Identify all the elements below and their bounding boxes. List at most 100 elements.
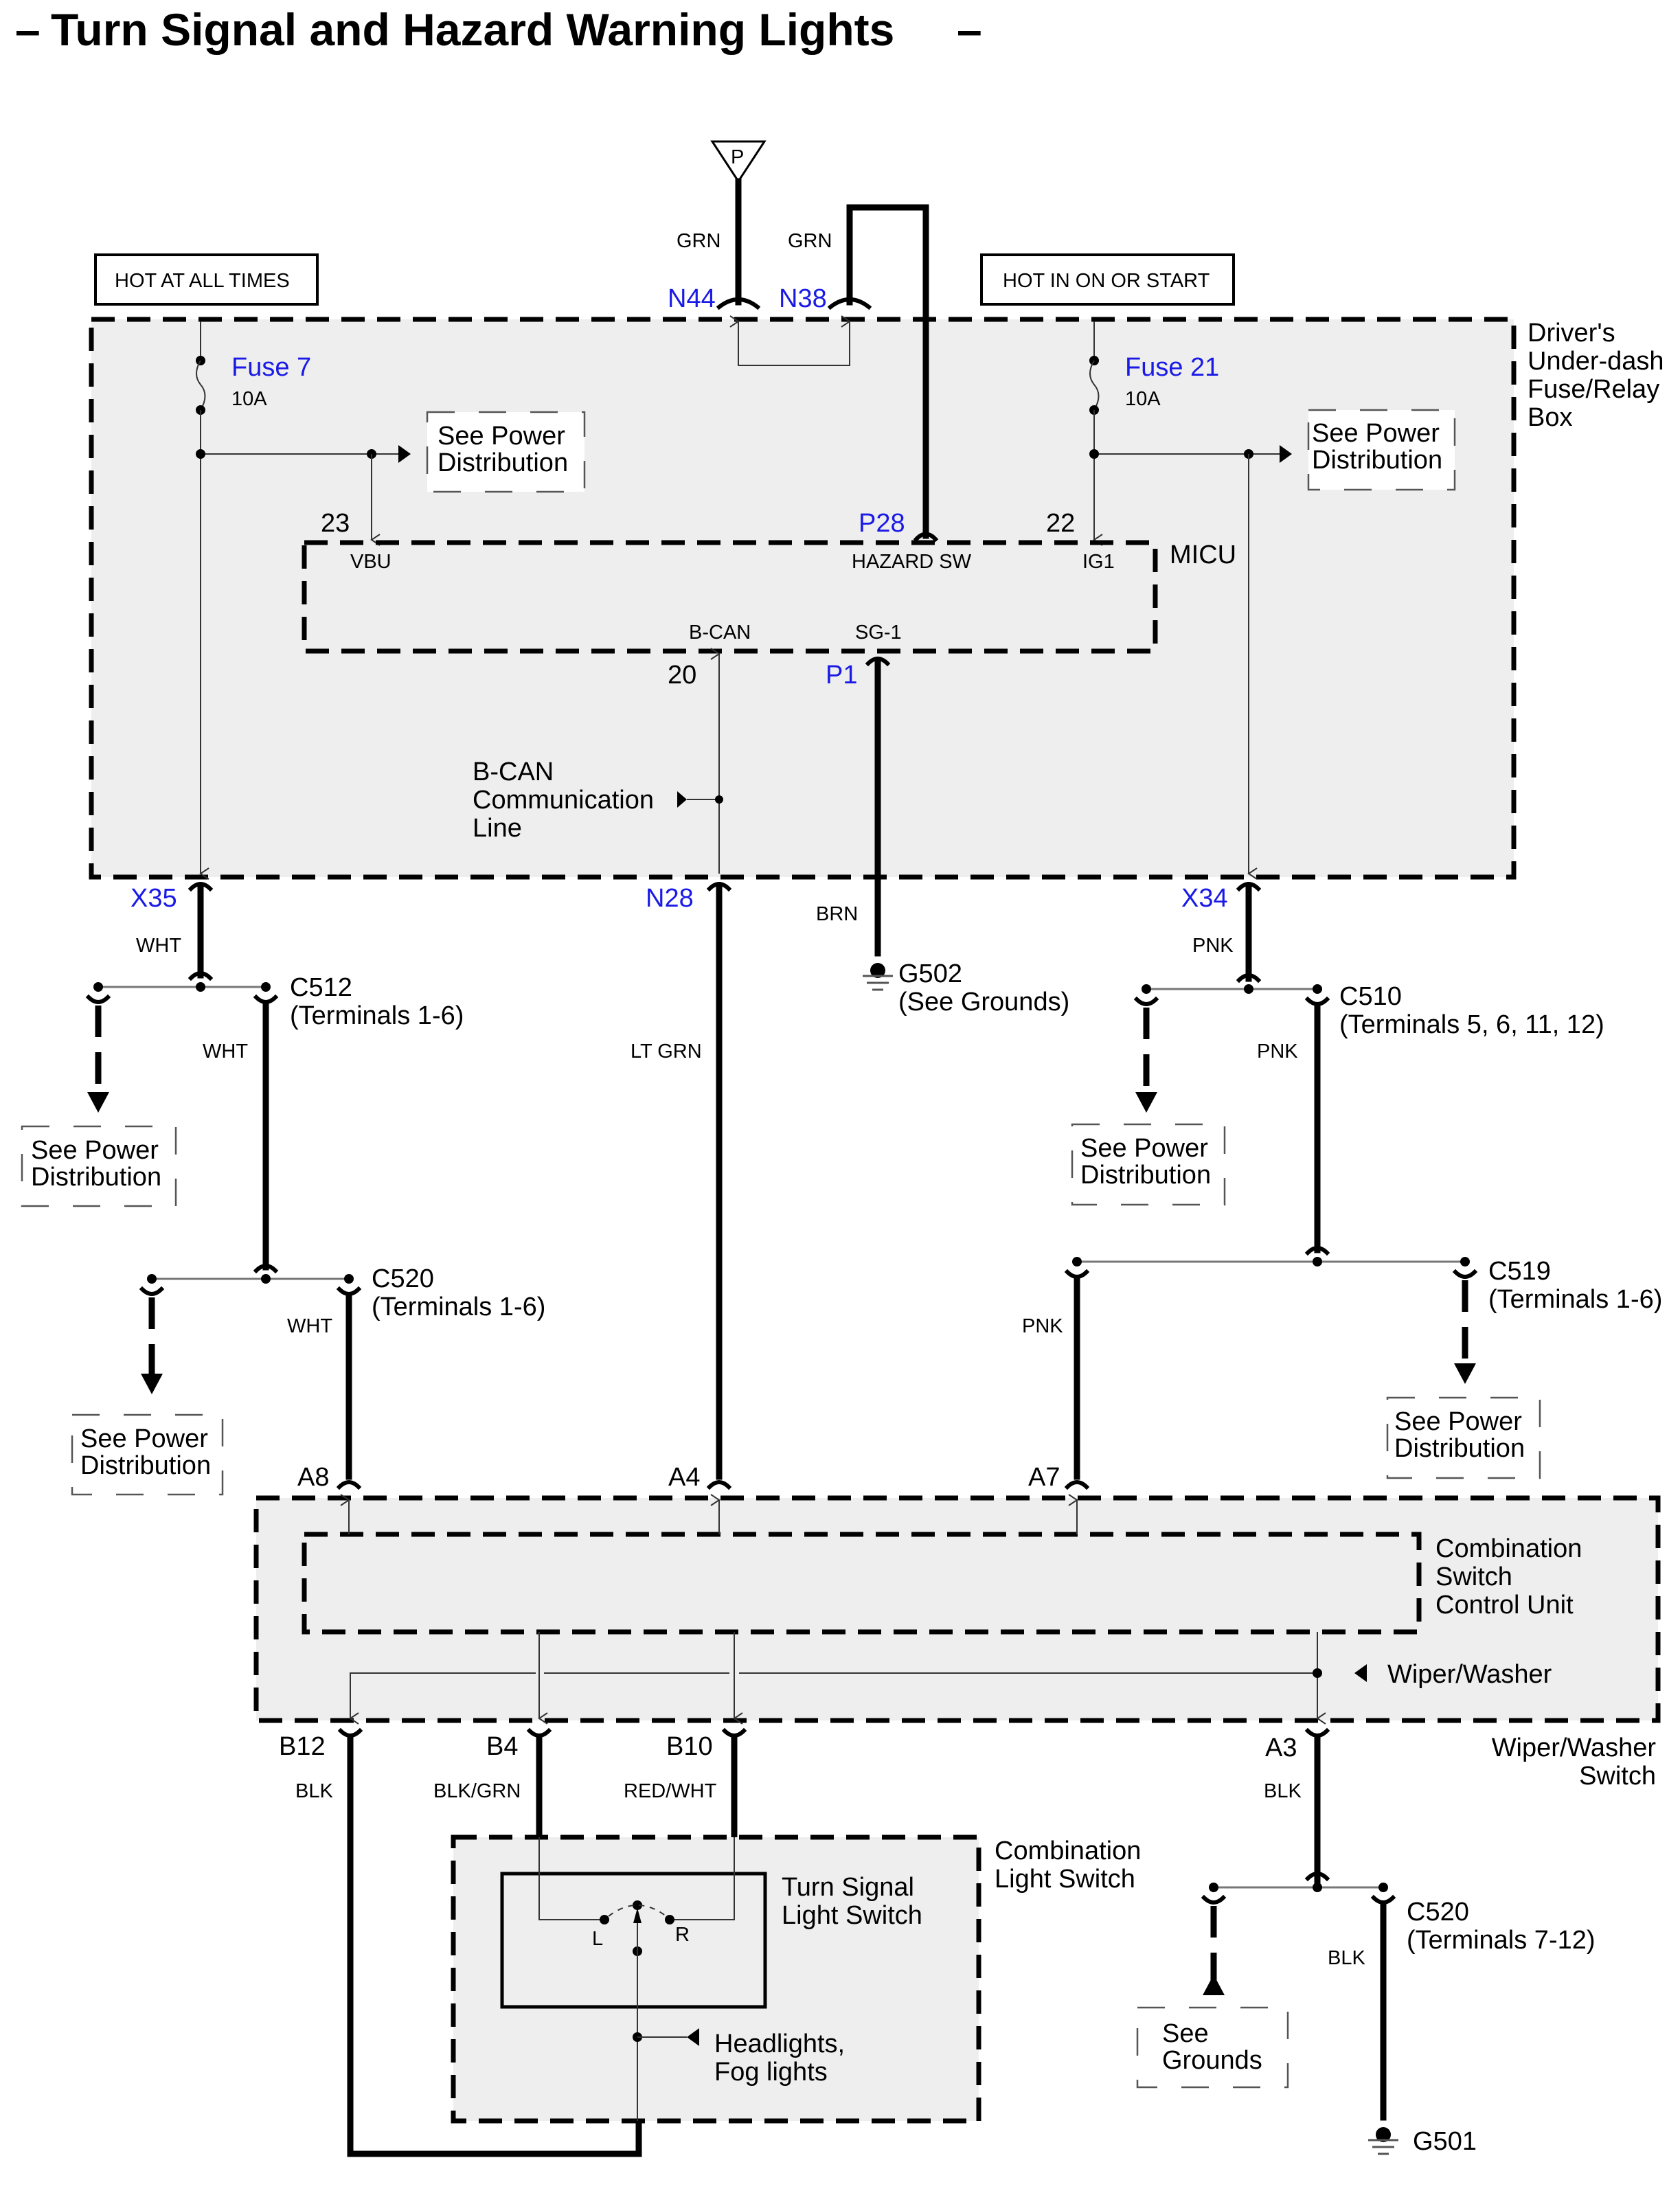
see-power-distribution-ref-1[interactable] bbox=[426, 411, 586, 493]
see-power-distribution-ref-2[interactable] bbox=[1307, 409, 1456, 491]
connector-c510-upper-icon bbox=[1236, 973, 1262, 984]
hot-at-all-times-label: HOT AT ALL TIMES bbox=[115, 270, 290, 292]
svg-text:Headlights,: Headlights, bbox=[714, 2030, 845, 2058]
connector-c510-name: C510 bbox=[1339, 982, 1402, 1011]
connector-c512-upper-icon bbox=[188, 971, 214, 981]
bcan-communication-label: B-CAN Communication Line bbox=[473, 758, 654, 843]
see-power-distribution-ref-4[interactable] bbox=[71, 1413, 224, 1496]
wire-label-blk-b12: BLK bbox=[295, 1780, 333, 1802]
wire-label-red-wht: RED/WHT bbox=[624, 1780, 717, 1802]
svg-text:Light Switch: Light Switch bbox=[995, 1865, 1135, 1894]
wire-label-blk-grn: BLK/GRN bbox=[433, 1780, 521, 1802]
splice-dot bbox=[1072, 1257, 1082, 1266]
connector-c512-terminals: (Terminals 1-6) bbox=[290, 1001, 464, 1030]
fuse7-rating: 10A bbox=[231, 388, 267, 410]
switch-pos-right: R bbox=[675, 1924, 690, 1946]
connector-icon bbox=[1064, 1269, 1090, 1279]
connector-icon bbox=[336, 1286, 362, 1296]
splice-dot bbox=[1313, 984, 1322, 994]
connector-p28-icon bbox=[913, 532, 939, 543]
ground-g501-icon bbox=[1368, 2127, 1398, 2155]
see-grounds-ref[interactable] bbox=[1136, 2006, 1289, 2089]
wire-label-brn: BRN bbox=[816, 903, 858, 925]
splice-dot bbox=[93, 982, 103, 992]
wire-blk-b12[interactable] bbox=[347, 1734, 642, 2157]
hot-in-on-or-start-box bbox=[980, 253, 1235, 306]
wire-label-wht-x35: WHT bbox=[136, 935, 181, 957]
fuse7-name: Fuse 7 bbox=[231, 353, 311, 382]
arrow-right-icon bbox=[1280, 445, 1292, 463]
connector-icon bbox=[1370, 1894, 1396, 1905]
ground-g502-icon bbox=[863, 963, 893, 991]
splice-dot bbox=[1209, 1883, 1218, 1892]
connector-n44-label: N44 bbox=[668, 284, 716, 313]
svg-text:Line: Line bbox=[473, 814, 522, 843]
wire-label-blk-c520: BLK bbox=[1328, 1947, 1365, 1969]
micu-box bbox=[302, 540, 1158, 654]
see-power-distribution-ref-3[interactable] bbox=[21, 1125, 177, 1207]
ref-text: Grounds bbox=[1162, 2046, 1262, 2075]
ref-text: See Power bbox=[80, 1424, 208, 1453]
splice-dot bbox=[1460, 1257, 1470, 1266]
pin-b4-label: B4 bbox=[486, 1732, 518, 1761]
see-power-distribution-ref-6[interactable] bbox=[1386, 1396, 1541, 1479]
connector-x34-label: X34 bbox=[1181, 884, 1228, 913]
ref-text: Distribution bbox=[80, 1451, 211, 1480]
fuse21-rating: 10A bbox=[1125, 388, 1161, 410]
wire-label-pnk-a7: PNK bbox=[1022, 1315, 1063, 1337]
splice-dot bbox=[147, 1274, 157, 1284]
wire-turn-left bbox=[538, 1837, 604, 1920]
splice-dot bbox=[715, 795, 723, 804]
splice-dot bbox=[261, 1274, 271, 1284]
svg-text:Under-dash: Under-dash bbox=[1528, 347, 1664, 376]
wire-label-grn-pdu: GRN bbox=[677, 230, 720, 252]
see-power-distribution-ref-5[interactable] bbox=[1071, 1123, 1226, 1206]
combination-light-switch-label: Combination Light Switch bbox=[995, 1837, 1141, 1894]
pdu-triangle-icon: P bbox=[710, 140, 767, 183]
headlights-fog-lights-label: Headlights, Fog lights bbox=[714, 2030, 845, 2087]
wiper-washer-ref-label: Wiper/Washer bbox=[1387, 1660, 1552, 1689]
arrow-up-icon bbox=[1203, 1975, 1225, 1995]
connector-c520-upper-icon bbox=[253, 1264, 279, 1274]
svg-text:B-CAN: B-CAN bbox=[473, 758, 554, 786]
svg-text:Control Unit: Control Unit bbox=[1435, 1591, 1574, 1620]
arrow-down-icon bbox=[87, 1092, 109, 1113]
page-title: – Turn Signal and Hazard Warning Lights … bbox=[15, 4, 982, 55]
connector-c520-lower-upper-icon bbox=[1304, 1872, 1330, 1882]
arrow-down-icon bbox=[1454, 1363, 1476, 1384]
connector-c510-terminals: (Terminals 5, 6, 11, 12) bbox=[1339, 1010, 1604, 1039]
wiper-washer-switch-label: Wiper/Washer Switch bbox=[1492, 1734, 1657, 1791]
arrow-right-icon bbox=[677, 791, 687, 808]
title-text: Turn Signal and Hazard Warning Lights bbox=[51, 4, 894, 55]
pin-a3-label: A3 bbox=[1265, 1734, 1297, 1762]
pin-vbu-name: VBU bbox=[350, 551, 391, 573]
svg-text:Switch: Switch bbox=[1435, 1563, 1512, 1591]
micu-label: MICU bbox=[1170, 541, 1236, 569]
connector-c520-upper-name: C520 bbox=[372, 1264, 434, 1293]
pin-b10-label: B10 bbox=[666, 1732, 713, 1761]
pin-a8-label: A8 bbox=[297, 1463, 329, 1492]
splice-dot bbox=[261, 982, 271, 992]
arrow-down-icon bbox=[1135, 1092, 1157, 1113]
fuse21-icon bbox=[1089, 360, 1100, 411]
svg-text:Light Switch: Light Switch bbox=[782, 1901, 922, 1930]
connector-icon bbox=[85, 994, 111, 1004]
title-dash-left: – bbox=[15, 4, 41, 55]
connector-icon bbox=[1201, 1894, 1227, 1905]
svg-text:Box: Box bbox=[1528, 403, 1572, 432]
connector-c520-upper-terminals: (Terminals 1-6) bbox=[372, 1293, 545, 1321]
wire-grn-hazard[interactable] bbox=[846, 204, 929, 539]
connector-icon bbox=[139, 1286, 165, 1296]
ref-text: Distribution bbox=[31, 1163, 161, 1192]
fuse21-name: Fuse 21 bbox=[1125, 353, 1219, 382]
hot-at-all-times-box bbox=[94, 253, 319, 306]
pin-a4-label: A4 bbox=[668, 1463, 700, 1492]
arrow-down-icon bbox=[141, 1374, 163, 1394]
ref-text: See Power bbox=[438, 422, 565, 451]
pin-a8-connector-icon bbox=[336, 1480, 362, 1490]
connector-c519-name: C519 bbox=[1488, 1257, 1551, 1286]
wire-label-wht-c512: WHT bbox=[203, 1041, 248, 1063]
pin-bcan-name: B-CAN bbox=[689, 622, 751, 644]
connector-c519-upper-icon bbox=[1304, 1246, 1330, 1256]
